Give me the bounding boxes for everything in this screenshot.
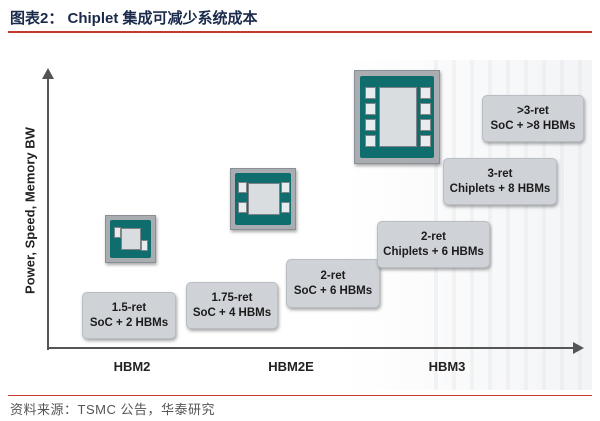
y-axis-label: Power, Speed, Memory BW [22, 127, 38, 294]
config-box-2-line1: 1.75-ret [211, 291, 253, 304]
config-box-1-line1: 1.5-ret [111, 301, 147, 314]
config-box-1: 1.5-ret SoC + 2 HBMs [82, 292, 176, 339]
config-box-3-line2: SoC + 6 HBMs [293, 284, 373, 297]
title-divider [8, 31, 592, 33]
config-box-5: 3-ret Chiplets + 8 HBMs [443, 158, 557, 205]
x-axis-line [47, 347, 575, 349]
config-box-2-line2: SoC + 4 HBMs [192, 306, 272, 319]
config-box-4-line1: 2-ret [421, 230, 446, 243]
y-axis-arrow-icon [42, 68, 54, 79]
y-axis-line [47, 78, 49, 350]
x-tick-label-hbm2: HBM2 [113, 359, 151, 374]
config-box-1-line2: SoC + 2 HBMs [89, 316, 169, 329]
source-divider [8, 395, 592, 396]
chip-package-image-1 [105, 215, 156, 263]
config-box-4: 2-ret Chiplets + 6 HBMs [377, 221, 490, 268]
config-box-6-line1: >3-ret [517, 104, 549, 117]
x-axis-arrow-icon [573, 342, 584, 354]
source-note: 资料来源：TSMC 公告，华泰研究 [10, 402, 215, 417]
config-box-3: 2-ret SoC + 6 HBMs [286, 259, 380, 308]
x-tick-label-hbm3: HBM3 [428, 359, 466, 374]
chip-package-image-2 [230, 168, 296, 230]
x-tick-label-hbm2e: HBM2E [268, 359, 314, 374]
config-box-5-line1: 3-ret [487, 167, 513, 180]
config-box-6-line2: SoC + >8 HBMs [490, 119, 576, 132]
config-box-3-line1: 2-ret [320, 269, 346, 282]
config-box-6: >3-ret SoC + >8 HBMs [482, 95, 584, 142]
config-box-2: 1.75-ret SoC + 4 HBMs [186, 282, 278, 329]
config-box-4-line2: Chiplets + 6 HBMs [383, 245, 484, 258]
chip-package-image-3 [354, 70, 440, 164]
config-box-5-line2: Chiplets + 8 HBMs [449, 182, 551, 195]
page-title: 图表2： Chiplet 集成可减少系统成本 [10, 10, 258, 27]
